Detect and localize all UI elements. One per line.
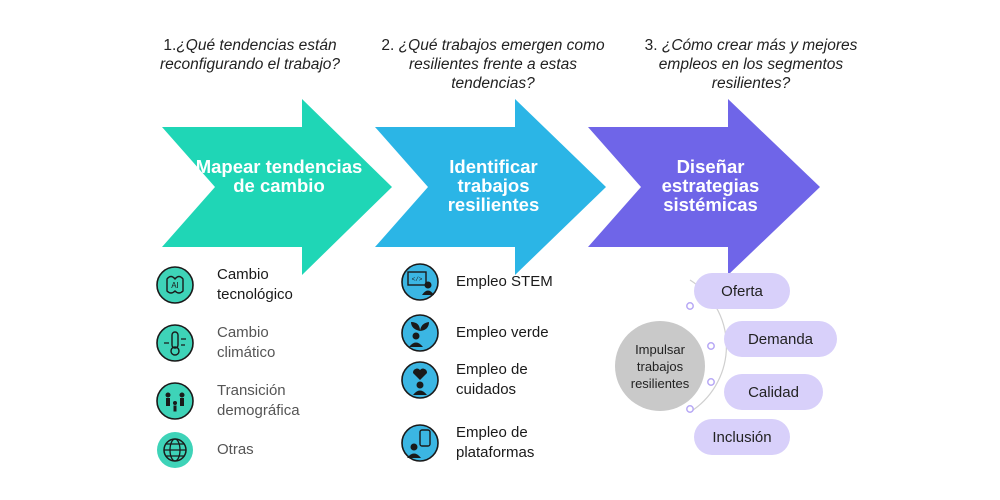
job-item: </> Empleo STEM	[400, 262, 553, 302]
connector-dot	[707, 342, 715, 350]
svg-text:</>: </>	[412, 276, 423, 283]
phone-person-icon	[400, 423, 440, 463]
question-text: ¿Qué tendencias están reconfigurando el …	[159, 37, 341, 73]
trend-label: Cambio tecnológico	[217, 266, 293, 303]
ai-brain-icon: AI	[155, 265, 195, 305]
population-icon	[155, 381, 195, 421]
job-label: Empleo STEM	[456, 273, 553, 290]
job-label: Empleo verde	[456, 324, 549, 341]
arrow-3	[588, 99, 820, 275]
pill-inclusion: Inclusión	[694, 419, 790, 455]
question-2: 2. ¿Qué trabajos emergen como resiliente…	[378, 36, 608, 93]
hub-circle: Impulsar trabajos resilientes	[615, 321, 705, 411]
trend-item: Otras	[155, 430, 254, 470]
question-3: 3. ¿Cómo crear más y mejores empleos en …	[640, 36, 862, 93]
arrow-1-label: Mapear tendencias de cambio	[195, 156, 363, 196]
thermometer-globe-icon	[155, 323, 195, 363]
question-text: ¿Qué trabajos emergen como resilientes f…	[398, 37, 605, 92]
code-monitor-person-icon: </>	[400, 262, 440, 302]
arrow-3-label: Diseñar estrategias sistémicas	[661, 156, 760, 215]
job-label: Empleo de plataformas	[456, 424, 535, 461]
question-number: 2.	[381, 37, 395, 54]
trend-item: Cambio climático	[155, 323, 275, 363]
job-label: Empleo de cuidados	[456, 361, 528, 398]
globe-icon	[155, 430, 195, 470]
svg-text:AI: AI	[171, 281, 179, 290]
question-text: ¿Cómo crear más y mejores empleos en los…	[658, 37, 858, 92]
arrow-2	[375, 99, 606, 275]
connector-dot	[686, 405, 694, 413]
pill-oferta: Oferta	[694, 273, 790, 309]
connector-dot	[707, 378, 715, 386]
trend-item: Transición demográfica	[155, 381, 300, 421]
trend-item: AI Cambio tecnológico	[155, 265, 293, 305]
question-number: 3.	[644, 37, 658, 54]
trend-label: Transición demográfica	[217, 382, 300, 419]
arrow-1	[162, 99, 392, 275]
arrow-2-label: Identificar trabajos resilientes	[447, 156, 540, 215]
heart-person-icon	[400, 360, 440, 400]
connector-dot	[686, 302, 694, 310]
trend-label: Otras	[217, 441, 254, 458]
job-item: Empleo de cuidados	[400, 360, 528, 400]
leaf-person-icon	[400, 313, 440, 353]
trend-label: Cambio climático	[217, 324, 276, 361]
pill-calidad: Calidad	[724, 374, 823, 410]
question-1: 1.¿Qué tendencias están reconfigurando e…	[140, 36, 360, 74]
question-number: 1.	[163, 37, 177, 54]
job-item: Empleo de plataformas	[400, 423, 534, 463]
pill-demanda: Demanda	[724, 321, 837, 357]
job-item: Empleo verde	[400, 313, 549, 353]
